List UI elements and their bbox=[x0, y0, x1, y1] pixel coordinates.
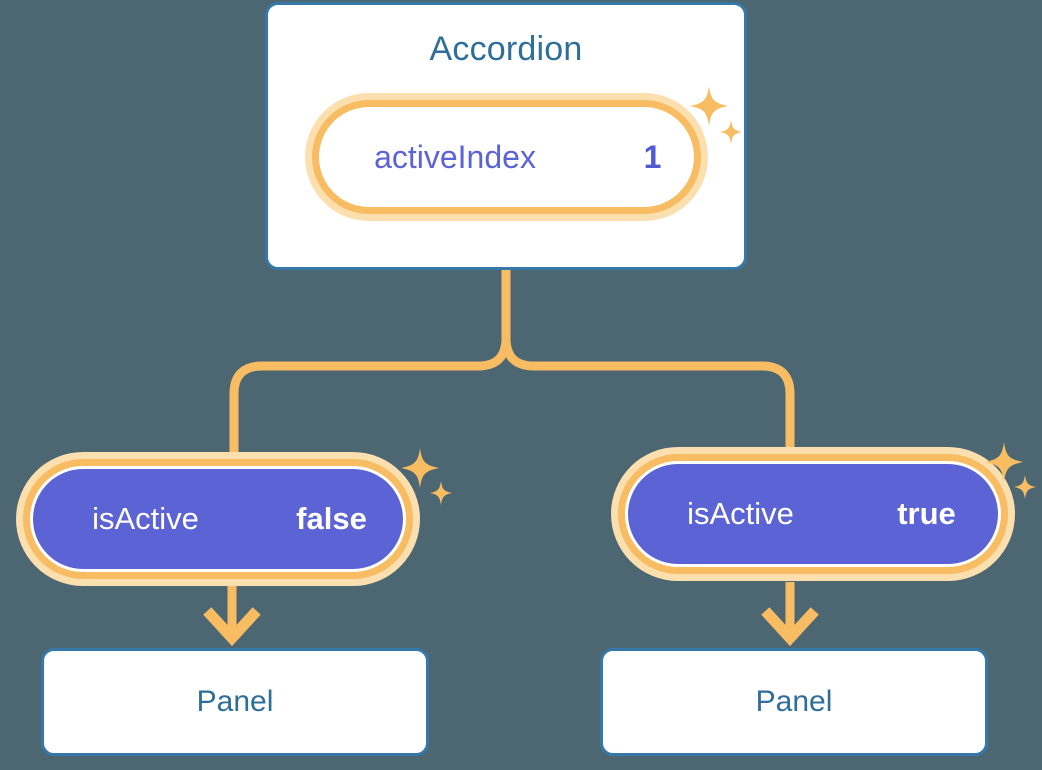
page-title: Accordion bbox=[429, 30, 583, 68]
pill-body: activeIndex 1 bbox=[319, 107, 694, 207]
state-key-label: activeIndex bbox=[374, 138, 536, 175]
state-pill-is-active-true[interactable]: isActive true bbox=[611, 447, 1015, 581]
panel-title: Panel bbox=[755, 685, 833, 718]
state-key-cell: isActive bbox=[33, 469, 258, 569]
state-value-cell: true bbox=[853, 464, 998, 564]
state-key-label: isActive bbox=[92, 501, 199, 536]
connector-branch-left bbox=[229, 337, 511, 462]
state-value-label: false bbox=[296, 501, 367, 536]
arrow-down-icon-right-head bbox=[761, 607, 819, 647]
panel-component-card-right[interactable]: Panel bbox=[600, 648, 988, 756]
arrow-down-icon-left-head bbox=[203, 607, 261, 647]
state-pill-active-index[interactable]: activeIndex 1 bbox=[305, 93, 708, 221]
state-value-cell: 1 bbox=[591, 107, 694, 207]
panel-component-card-left[interactable]: Panel bbox=[41, 648, 429, 756]
state-value-label: true bbox=[897, 496, 956, 531]
state-key-cell: isActive bbox=[628, 464, 853, 564]
state-value-label: 1 bbox=[643, 138, 662, 175]
panel-title: Panel bbox=[196, 685, 274, 718]
state-pill-is-active-false[interactable]: isActive false bbox=[16, 452, 420, 586]
connector-branch-right bbox=[501, 337, 795, 458]
pill-body: isActive true bbox=[625, 461, 1001, 567]
state-value-cell: false bbox=[258, 469, 403, 569]
state-key-label: isActive bbox=[687, 496, 794, 531]
state-key-cell: activeIndex bbox=[319, 107, 591, 207]
pill-body: isActive false bbox=[30, 466, 406, 572]
